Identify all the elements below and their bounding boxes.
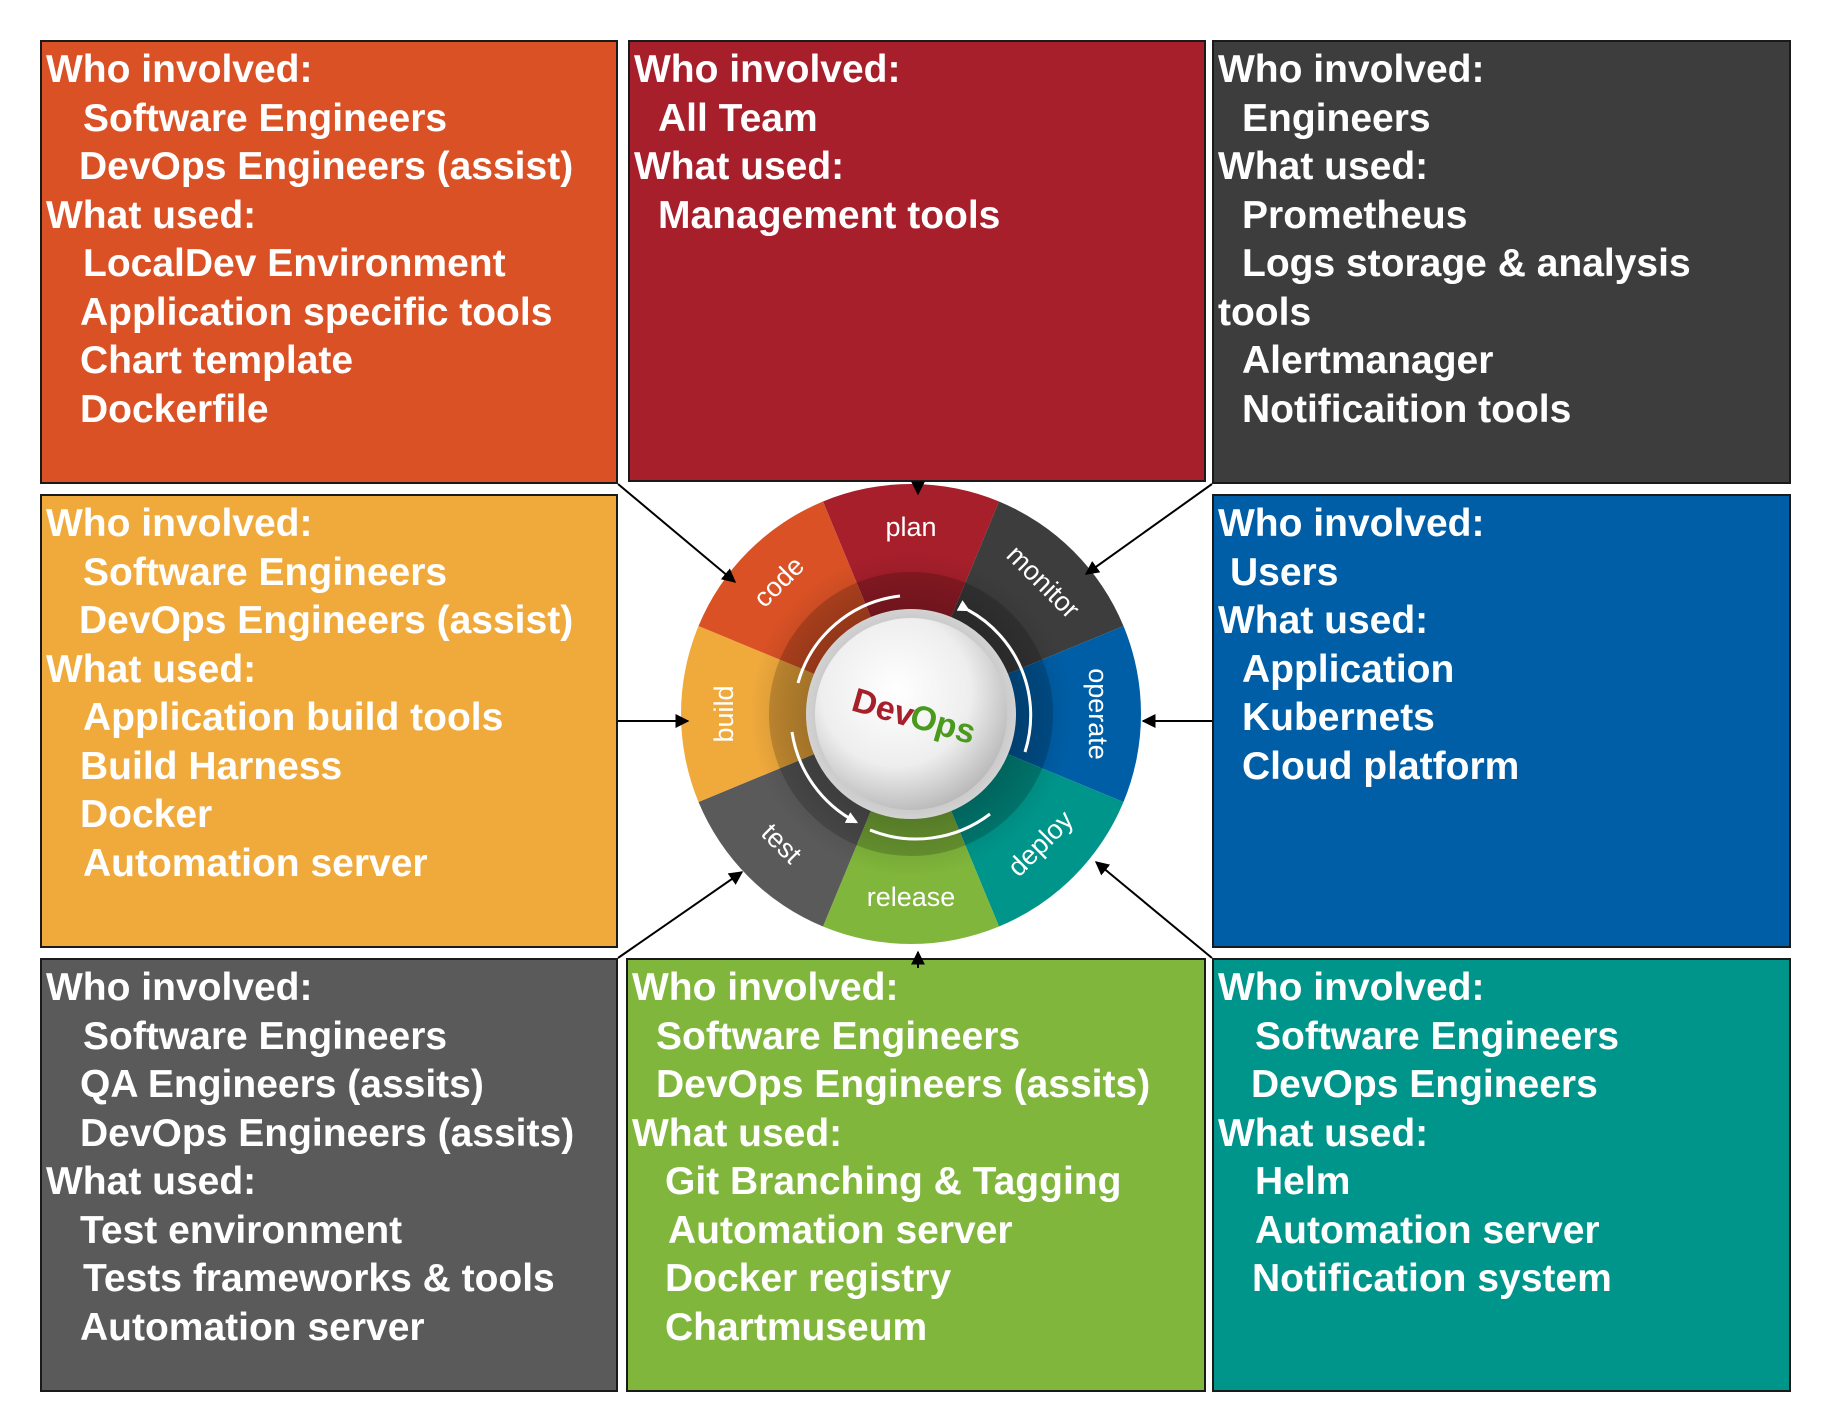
who-item: DevOps Engineers (assits) bbox=[80, 1111, 575, 1155]
monitor-phase-box: Who involved: Engineers What used: Prome… bbox=[1212, 40, 1791, 484]
code-segment bbox=[698, 501, 858, 661]
test-segment bbox=[698, 767, 858, 927]
what-item: Test environment bbox=[80, 1208, 403, 1252]
what-item: Helm bbox=[1255, 1160, 1351, 1203]
who-heading: Who involved: bbox=[1218, 502, 1485, 545]
who-item: DevOps Engineers (assist) bbox=[79, 599, 574, 642]
who-item: Users bbox=[1230, 550, 1339, 594]
what-heading: What used: bbox=[634, 145, 845, 188]
plan-phase-label: plan bbox=[885, 512, 936, 542]
build-phase-box: Who involved: Software Engineers DevOps … bbox=[40, 494, 618, 948]
what-item: Application bbox=[1242, 647, 1455, 691]
what-item: Chart template bbox=[80, 339, 354, 382]
what-item: Notificaition tools bbox=[1242, 387, 1572, 431]
who-heading: Who involved: bbox=[1218, 966, 1485, 1009]
what-item: Git Branching & Tagging bbox=[665, 1160, 1122, 1203]
monitor-connector bbox=[1084, 483, 1213, 575]
who-heading: Who involved: bbox=[1218, 48, 1485, 91]
devops-hub bbox=[815, 618, 1007, 810]
who-heading: Who involved: bbox=[46, 48, 313, 91]
what-item: Automation server bbox=[80, 1305, 425, 1349]
what-item: Tests frameworks & tools bbox=[83, 1257, 555, 1300]
who-item: All Team bbox=[658, 96, 818, 140]
who-heading: Who involved: bbox=[46, 502, 313, 545]
what-item: Application build tools bbox=[83, 696, 504, 739]
what-item: Build Harness bbox=[80, 744, 343, 788]
what-item: Prometheus bbox=[1242, 193, 1468, 237]
what-heading: What used: bbox=[46, 193, 257, 237]
what-item: Logs storage & analysis bbox=[1242, 242, 1691, 285]
operate-phase-label: operate bbox=[1083, 668, 1113, 760]
what-item-wrap: tools bbox=[1218, 290, 1312, 334]
monitor-segment bbox=[964, 501, 1124, 661]
operate-phase-box: Who involved: Users What used: Applicati… bbox=[1212, 494, 1791, 948]
test-connector bbox=[617, 871, 744, 959]
what-item: Application specific tools bbox=[80, 290, 553, 334]
who-item: Software Engineers bbox=[83, 550, 448, 594]
what-heading: What used: bbox=[1218, 145, 1429, 188]
code-connector bbox=[617, 483, 737, 583]
plan-phase-box: Who involved: All Team What used: Manage… bbox=[628, 40, 1206, 482]
what-item: Management tools bbox=[658, 193, 1001, 237]
what-item: Kubernets bbox=[1242, 696, 1435, 739]
who-item: Software Engineers bbox=[1255, 1014, 1620, 1058]
what-item: Automation server bbox=[83, 841, 428, 885]
deploy-connector bbox=[1094, 861, 1213, 959]
what-item: Dockerfile bbox=[80, 387, 269, 431]
deploy-phase-box: Who involved: Software Engineers DevOps … bbox=[1212, 958, 1791, 1392]
what-item: Docker registry bbox=[665, 1257, 952, 1300]
build-phase-label: build bbox=[709, 685, 739, 742]
who-item: Software Engineers bbox=[83, 96, 448, 140]
what-heading: What used: bbox=[46, 1160, 257, 1203]
who-item: DevOps Engineers (assist) bbox=[79, 145, 574, 188]
what-item: Notification system bbox=[1252, 1257, 1612, 1300]
cycle-arrow bbox=[796, 594, 901, 684]
who-item: QA Engineers (assits) bbox=[80, 1063, 484, 1106]
who-item: Software Engineers bbox=[656, 1014, 1021, 1058]
what-item: Automation server bbox=[668, 1208, 1013, 1252]
who-heading: Who involved: bbox=[634, 48, 901, 91]
what-item: Docker bbox=[80, 793, 213, 836]
deploy-segment bbox=[964, 767, 1124, 927]
what-heading: What used: bbox=[1218, 599, 1429, 642]
what-heading: What used: bbox=[1218, 1111, 1429, 1155]
code-phase-box: Who involved: Software Engineers DevOps … bbox=[40, 40, 618, 484]
what-item: LocalDev Environment bbox=[83, 242, 506, 285]
who-item: Software Engineers bbox=[83, 1014, 448, 1058]
what-item: Cloud platform bbox=[1242, 744, 1520, 788]
who-heading: Who involved: bbox=[46, 966, 313, 1009]
release-phase-label: release bbox=[867, 882, 956, 912]
who-heading: Who involved: bbox=[632, 966, 899, 1009]
release-phase-box: Who involved: Software Engineers DevOps … bbox=[626, 958, 1206, 1392]
what-item: Alertmanager bbox=[1242, 339, 1494, 382]
what-heading: What used: bbox=[632, 1111, 843, 1155]
what-item: Chartmuseum bbox=[665, 1305, 928, 1349]
who-item: DevOps Engineers bbox=[1251, 1063, 1598, 1106]
cycle-arrow bbox=[956, 600, 1033, 753]
who-item: DevOps Engineers (assits) bbox=[656, 1063, 1151, 1106]
what-heading: What used: bbox=[46, 647, 257, 691]
who-item: Engineers bbox=[1242, 96, 1431, 140]
test-phase-box: Who involved: Software Engineers QA Engi… bbox=[40, 958, 618, 1392]
cycle-arrow bbox=[790, 731, 859, 824]
what-item: Automation server bbox=[1255, 1208, 1600, 1252]
cycle-arrow bbox=[869, 812, 991, 841]
